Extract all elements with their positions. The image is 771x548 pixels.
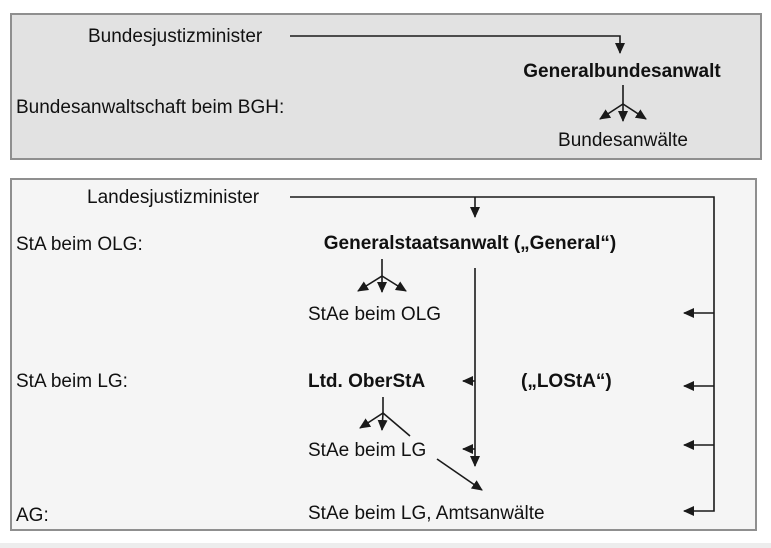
page-footer-strip — [0, 543, 771, 548]
ag-row-label: AG: — [16, 505, 49, 526]
federal-minister-label: Bundesjustizminister — [88, 26, 263, 47]
state-box — [10, 178, 757, 531]
olg-chief-label: Generalstaatsanwalt („General“) — [323, 233, 617, 254]
olg-row-label: StA beim OLG: — [16, 234, 143, 255]
lg-row-label: StA beim LG: — [16, 371, 128, 392]
lg-staff-label: StAe beim LG — [308, 440, 427, 461]
federal-prosecutors-label: Bundesanwälte — [558, 130, 688, 151]
state-minister-label: Landesjustizminister — [87, 187, 260, 208]
federal-chief-label: Generalbundesanwalt — [523, 61, 721, 82]
lg-chief-abbr-label: („LOStA“) — [521, 371, 612, 392]
federal-office-label: Bundesanwaltschaft beim BGH: — [16, 97, 285, 118]
lg-chief-label: Ltd. OberStA — [308, 371, 426, 392]
olg-staff-label: StAe beim OLG — [308, 304, 442, 325]
ag-staff-label: StAe beim LG, Amtsanwälte — [308, 503, 545, 524]
